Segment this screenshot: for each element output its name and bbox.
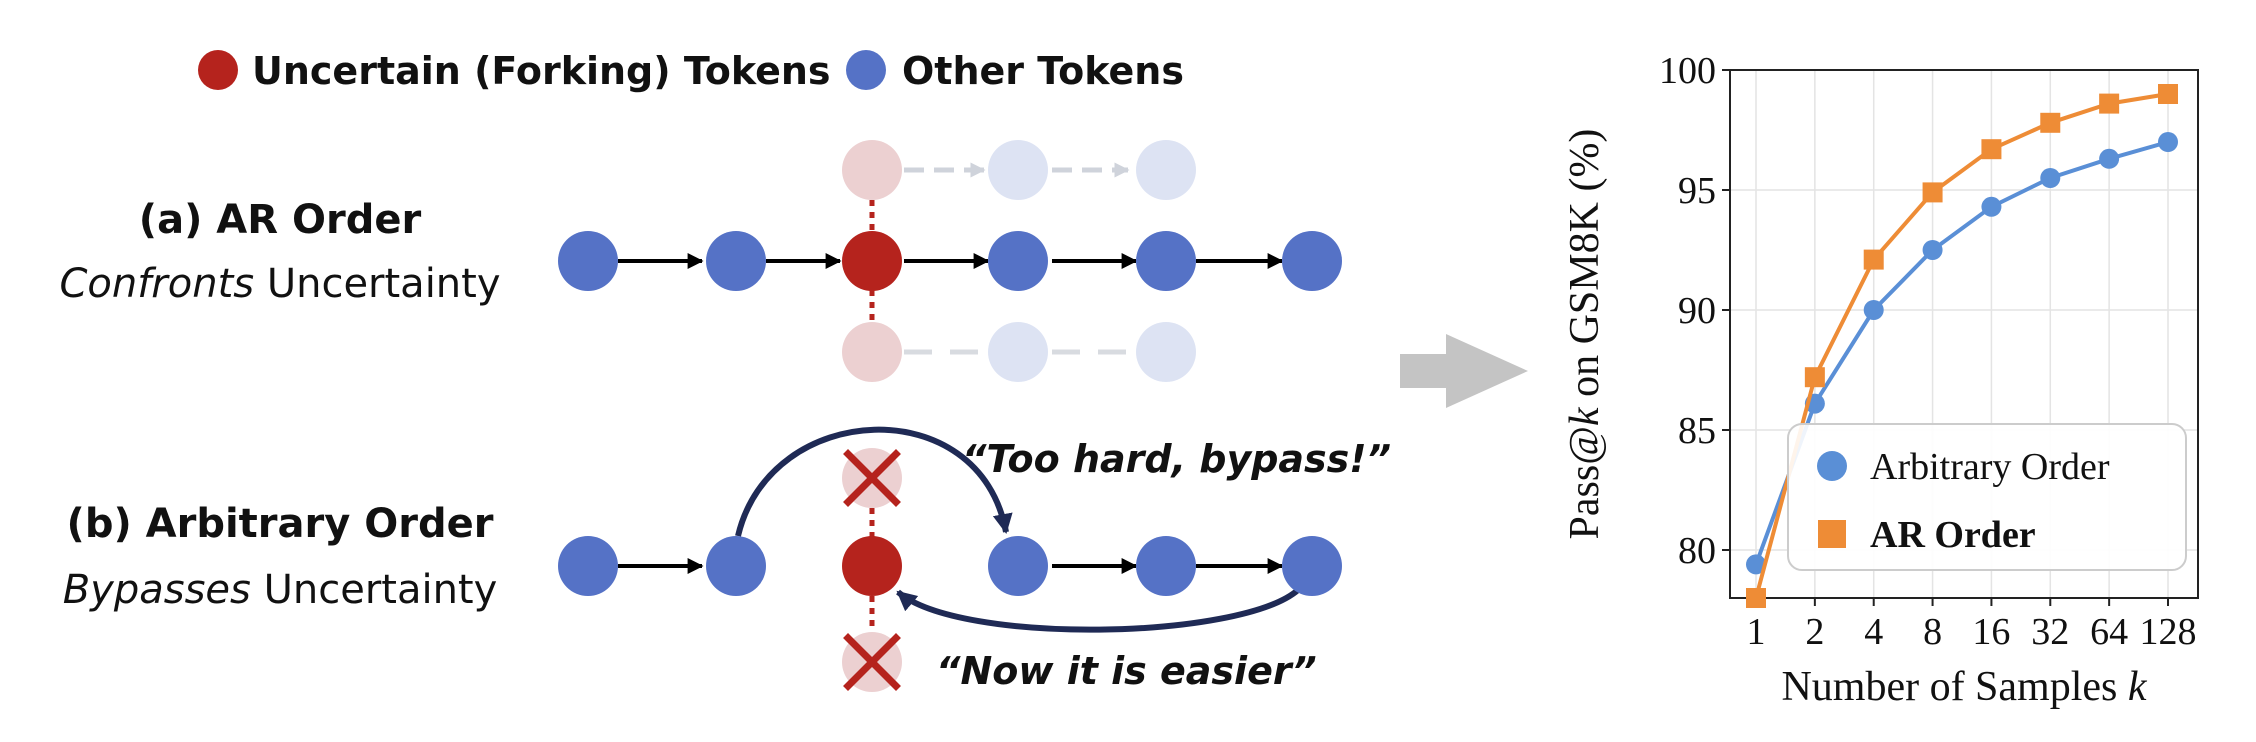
panel-b: (b) Arbitrary Order Bypasses Uncertainty… (63, 426, 1391, 693)
legend-uncertain-label: Uncertain (Forking) Tokens (252, 49, 831, 93)
data-point-square (1863, 249, 1884, 270)
faded-blue-token (1136, 140, 1196, 200)
series-line (1754, 140, 2169, 566)
token-blue (1136, 536, 1196, 596)
quote-now-easier: “Now it is easier” (936, 649, 1317, 693)
token-blue (988, 231, 1048, 291)
y-tick-label: 100 (1659, 50, 1716, 92)
legend-entry-label: Arbitrary Order (1870, 446, 2110, 488)
x-axis-label: Number of Samples k (1781, 664, 2147, 710)
token-blue (1282, 231, 1342, 291)
panel-b-subtitle-italic: Bypasses (63, 567, 251, 613)
data-point-square (1922, 182, 1943, 203)
x-tick-label: 2 (1805, 611, 1824, 653)
x-tick-label: 16 (1972, 611, 2010, 653)
legend: Uncertain (Forking) Tokens Other Tokens (198, 49, 1184, 93)
data-point-circle (2040, 168, 2061, 188)
data-point-square (1981, 139, 2002, 160)
data-point-square (1804, 367, 1825, 388)
token-uncertain (842, 536, 902, 596)
chart-legend-box (1787, 423, 2187, 571)
faded-red-token (842, 322, 902, 382)
faded-blue-token (988, 140, 1048, 200)
x-tick-label: 1 (1747, 611, 1766, 653)
data-point-square (2158, 84, 2178, 104)
transition-arrow (1400, 334, 1528, 408)
data-point-circle (1981, 196, 2002, 217)
data-point-square (2099, 93, 2120, 114)
data-point-circle (1746, 554, 1766, 575)
token-blue (1136, 231, 1196, 291)
data-point-circle (2158, 132, 2178, 152)
legend-entry-label: AR Order (1870, 514, 2036, 556)
cross-icon (843, 449, 901, 507)
return-arrow (896, 587, 1300, 633)
legend-other-label: Other Tokens (902, 49, 1184, 93)
panel-a-subtitle-italic: Confronts (59, 261, 254, 307)
y-tick-label: 80 (1678, 530, 1716, 572)
x-tick-label: 32 (2031, 611, 2069, 653)
bypass-arrow (735, 426, 1013, 537)
y-tick-label: 85 (1678, 410, 1716, 452)
panel-a-subtitle-rest: Uncertainty (254, 261, 500, 307)
legend-other-dot (846, 50, 886, 90)
legend-marker-square (1818, 520, 1846, 548)
token-blue (1282, 536, 1342, 596)
legend-uncertain-dot (198, 50, 238, 90)
legend-marker-circle (1817, 451, 1847, 481)
x-tick-label: 128 (2140, 611, 2197, 653)
panel-b-title: (b) Arbitrary Order (67, 501, 494, 547)
data-point-circle (2099, 148, 2120, 169)
data-point-circle (1863, 300, 1884, 320)
plot-frame (1729, 69, 2199, 599)
cross-icon (843, 633, 901, 691)
token-blue (706, 231, 766, 291)
data-point-circle (1922, 240, 1943, 260)
faded-blue-token (988, 322, 1048, 382)
token-blue (988, 536, 1048, 596)
panel-b-subtitle-rest: Uncertainty (251, 567, 497, 613)
data-point-square (2040, 112, 2061, 133)
token-blue (706, 536, 766, 596)
y-tick-label: 95 (1678, 170, 1716, 212)
token-uncertain (842, 231, 902, 291)
quote-too-hard: “Too hard, bypass!” (962, 437, 1391, 481)
panel-b-subtitle: Bypasses Uncertainty (63, 567, 498, 613)
panel-a-title: (a) AR Order (139, 197, 422, 243)
token-blue (558, 536, 618, 596)
panel-a: (a) AR Order Confronts Uncertainty (59, 140, 1342, 382)
faded-blue-token (1136, 322, 1196, 382)
panel-a-subtitle: Confronts Uncertainty (59, 261, 500, 307)
faded-red-token (842, 140, 902, 200)
y-axis-label: Pass@k on GSM8K (%) (1562, 129, 1608, 540)
data-point-square (1746, 588, 1766, 608)
y-tick-label: 90 (1678, 290, 1716, 332)
x-tick-label: 64 (2090, 611, 2128, 653)
token-blue (558, 231, 618, 291)
x-tick-label: 4 (1864, 611, 1883, 653)
x-tick-label: 8 (1923, 611, 1942, 653)
